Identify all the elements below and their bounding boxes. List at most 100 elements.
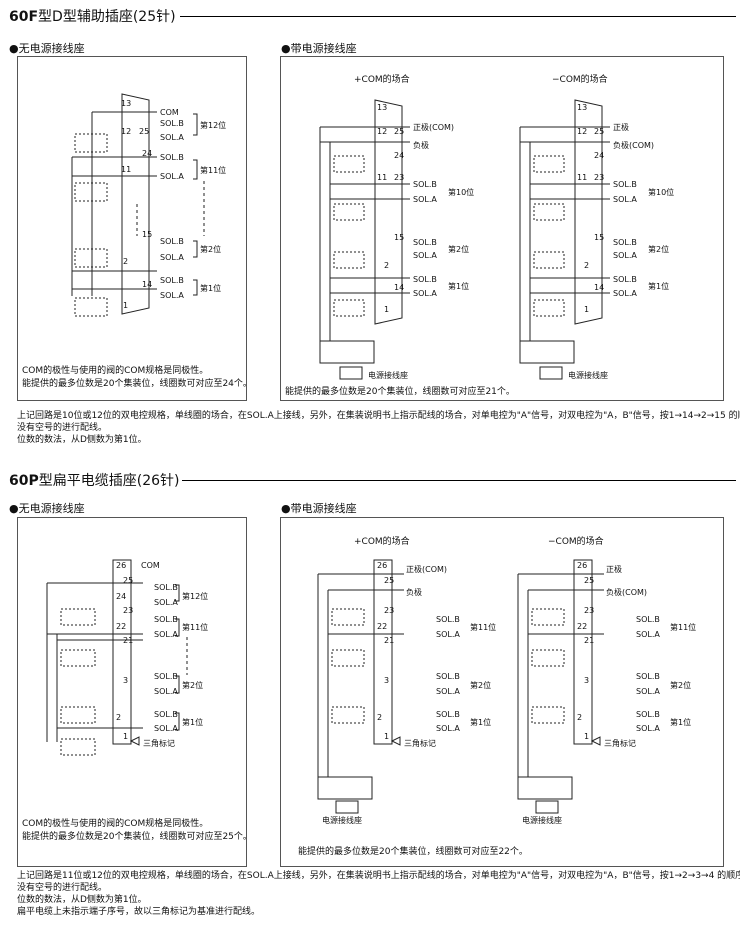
positive-com-label: 正极(COM) bbox=[413, 122, 454, 132]
svg-text:SOL.A: SOL.A bbox=[154, 687, 178, 696]
svg-text:13: 13 bbox=[577, 103, 587, 112]
section1-bottom-note-2: 没有空号的进行配线。 bbox=[17, 423, 108, 433]
svg-text:21: 21 bbox=[384, 636, 394, 645]
indicator-box bbox=[74, 297, 108, 317]
svg-text:15: 15 bbox=[142, 230, 152, 239]
svg-text:24: 24 bbox=[394, 151, 404, 160]
section1-left-note-1: COM的极性与使用的阀的COM规格是同极性。 bbox=[22, 366, 209, 376]
svg-text:1: 1 bbox=[123, 732, 128, 741]
svg-text:第10位: 第10位 bbox=[448, 187, 474, 197]
section1-title-rest: 型D型辅助插座(25针) bbox=[38, 9, 176, 25]
section1-left-heading: ●无电源接线座 bbox=[9, 42, 85, 55]
svg-text:第12位: 第12位 bbox=[182, 591, 208, 601]
section2-left-heading: ●无电源接线座 bbox=[9, 502, 85, 515]
section2-right-minus-diagram: 26 25 23 22 21 3 2 1 正极 负极(COM) SOL.B SO… bbox=[517, 559, 696, 825]
bracket-1 bbox=[193, 279, 198, 296]
section1-title-rule bbox=[180, 16, 736, 17]
svg-text:SOL.A: SOL.A bbox=[613, 289, 637, 298]
svg-text:24: 24 bbox=[116, 592, 126, 601]
bracket-11 bbox=[193, 159, 198, 180]
svg-text:14: 14 bbox=[394, 283, 404, 292]
indicator-box bbox=[74, 133, 108, 153]
section1-right-box bbox=[280, 56, 724, 401]
svg-text:SOL.B: SOL.B bbox=[636, 710, 660, 719]
pos-2-label: 第2位 bbox=[200, 244, 221, 254]
svg-text:3: 3 bbox=[123, 676, 128, 685]
section2-left-box bbox=[17, 517, 247, 867]
svg-text:第2位: 第2位 bbox=[648, 244, 669, 254]
svg-text:SOL.A: SOL.A bbox=[154, 724, 178, 733]
svg-text:2: 2 bbox=[116, 713, 121, 722]
section2-title: 60P型扁平电缆插座(26针) bbox=[9, 470, 180, 490]
svg-text:14: 14 bbox=[594, 283, 604, 292]
svg-text:23: 23 bbox=[123, 606, 133, 615]
svg-text:15: 15 bbox=[394, 233, 404, 242]
bracket-12 bbox=[193, 113, 198, 136]
svg-text:第2位: 第2位 bbox=[182, 680, 203, 690]
section2-left-note-1: COM的极性与使用的阀的COM规格是同极性。 bbox=[22, 819, 209, 829]
section2-right-note: 能提供的最多位数是20个集装位，线圈数可对应至22个。 bbox=[298, 847, 528, 857]
sol-a-label: SOL.A bbox=[160, 253, 184, 262]
section1-title: 60F型D型辅助插座(25针) bbox=[9, 6, 176, 26]
svg-text:SOL.A: SOL.A bbox=[413, 289, 437, 298]
section1-title-bold: 60F bbox=[9, 9, 39, 25]
section1-left-note-2: 能提供的最多位数是20个集装位，线圈数可对应至24个。 bbox=[22, 379, 252, 389]
com-label: COM bbox=[160, 108, 179, 117]
svg-text:第2位: 第2位 bbox=[670, 680, 691, 690]
section1-left-box bbox=[17, 56, 247, 401]
svg-text:正极: 正极 bbox=[613, 122, 629, 132]
svg-text:第2位: 第2位 bbox=[470, 680, 491, 690]
svg-text:SOL.A: SOL.A bbox=[636, 687, 660, 696]
svg-text:22: 22 bbox=[116, 622, 126, 631]
svg-text:第1位: 第1位 bbox=[448, 281, 469, 291]
sol-a-label: SOL.A bbox=[160, 133, 184, 142]
section2-bottom-note-2: 没有空号的进行配线。 bbox=[17, 883, 108, 893]
svg-text:12: 12 bbox=[121, 127, 131, 136]
svg-text:23: 23 bbox=[594, 173, 604, 182]
d-sub-connector-outline bbox=[121, 93, 150, 315]
svg-text:21: 21 bbox=[123, 636, 133, 645]
svg-text:第2位: 第2位 bbox=[448, 244, 469, 254]
svg-text:三角标记: 三角标记 bbox=[404, 738, 436, 748]
svg-text:SOL.B: SOL.B bbox=[154, 615, 178, 624]
svg-text:SOL.A: SOL.A bbox=[636, 630, 660, 639]
section2-title-rest: 型扁平电缆插座(26针) bbox=[38, 473, 180, 489]
negative-label: 负极 bbox=[413, 140, 429, 150]
svg-text:第1位: 第1位 bbox=[470, 717, 491, 727]
svg-text:25: 25 bbox=[123, 576, 133, 585]
triangle-mark-label: 三角标记 bbox=[143, 738, 175, 748]
section2-right-box bbox=[280, 517, 724, 867]
svg-text:第10位: 第10位 bbox=[648, 187, 674, 197]
section2-minus-com-title: −COM的场合 bbox=[548, 537, 604, 547]
svg-text:3: 3 bbox=[584, 676, 589, 685]
section1-minus-com-title: −COM的场合 bbox=[552, 75, 608, 85]
svg-text:2: 2 bbox=[584, 261, 589, 270]
svg-text:25: 25 bbox=[594, 127, 604, 136]
svg-text:SOL.B: SOL.B bbox=[613, 275, 637, 284]
pos-1-label: 第1位 bbox=[200, 283, 221, 293]
section1-plus-com-title: +COM的场合 bbox=[354, 75, 410, 85]
svg-text:1: 1 bbox=[384, 732, 389, 741]
svg-text:2: 2 bbox=[123, 257, 128, 266]
svg-text:12: 12 bbox=[577, 127, 587, 136]
svg-text:SOL.B: SOL.B bbox=[636, 672, 660, 681]
svg-text:SOL.A: SOL.A bbox=[613, 251, 637, 260]
svg-text:COM: COM bbox=[141, 561, 160, 570]
svg-text:SOL.B: SOL.B bbox=[413, 275, 437, 284]
svg-text:SOL.A: SOL.A bbox=[413, 251, 437, 260]
svg-text:25: 25 bbox=[139, 127, 149, 136]
svg-text:23: 23 bbox=[584, 606, 594, 615]
svg-text:21: 21 bbox=[584, 636, 594, 645]
svg-text:SOL.A: SOL.A bbox=[154, 630, 178, 639]
svg-text:25: 25 bbox=[384, 576, 394, 585]
svg-text:SOL.B: SOL.B bbox=[636, 615, 660, 624]
svg-text:26: 26 bbox=[577, 561, 587, 570]
svg-text:11: 11 bbox=[577, 173, 587, 182]
flat-cable-connector-outline bbox=[112, 559, 132, 745]
svg-text:12: 12 bbox=[377, 127, 387, 136]
section2-left-note-2: 能提供的最多位数是20个集装位，线圈数可对应至25个。 bbox=[22, 832, 252, 842]
bracket-2 bbox=[193, 240, 198, 258]
svg-text:正极(COM): 正极(COM) bbox=[406, 564, 447, 574]
